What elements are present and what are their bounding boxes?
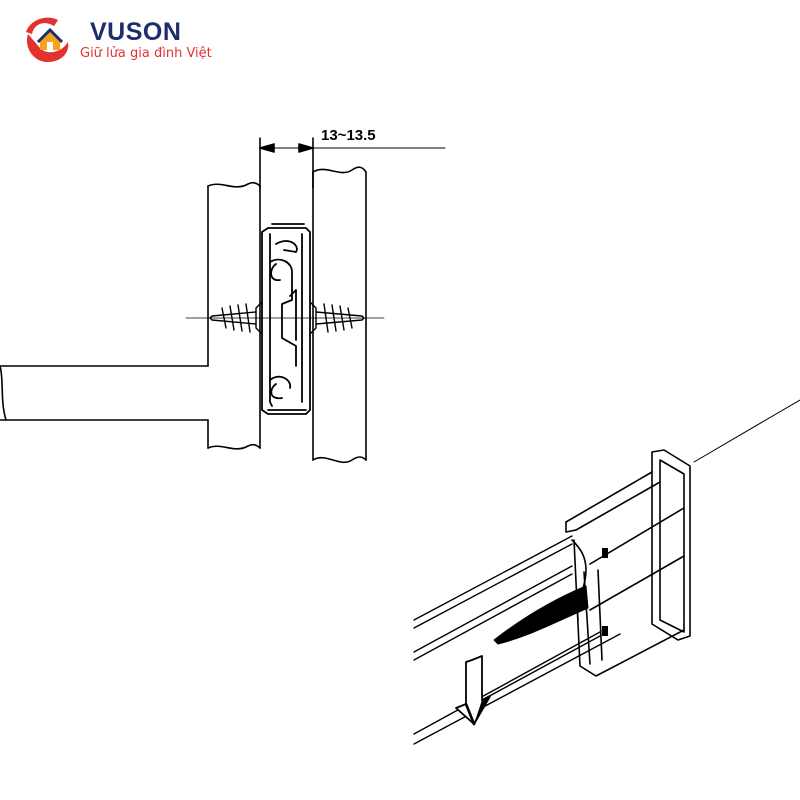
screw-icon xyxy=(209,301,263,335)
slide-rails-perspective xyxy=(413,535,621,745)
slide-profile xyxy=(261,223,311,415)
dimension-label: 13~13.5 xyxy=(321,127,376,144)
drawer-bottom-panel xyxy=(0,365,209,421)
release-lever xyxy=(493,585,589,645)
down-arrow-icon xyxy=(455,655,491,726)
house-heart-logo-icon xyxy=(26,17,69,62)
brand-logo: VUSON Giữ lửa gia đình Việt xyxy=(18,12,218,72)
notch xyxy=(602,548,608,558)
brand-tagline: Giữ lửa gia đình Việt xyxy=(80,46,212,61)
dimension-lines xyxy=(259,137,446,189)
cabinet-side-panel xyxy=(312,166,367,464)
notch xyxy=(602,626,608,636)
drawer-side-panel xyxy=(207,181,261,450)
screw-icon xyxy=(309,301,365,335)
brand-name: VUSON xyxy=(90,18,182,46)
front-bracket xyxy=(565,449,691,677)
